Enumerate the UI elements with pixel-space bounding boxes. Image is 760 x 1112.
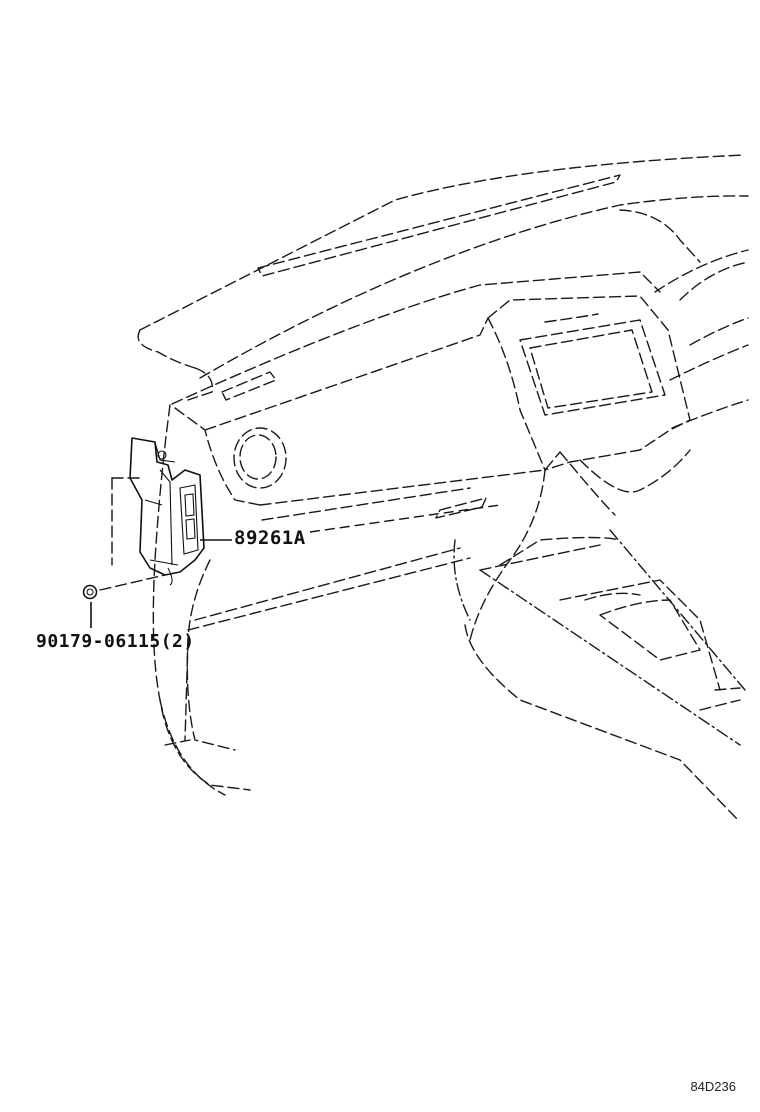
figure-code-label: 84D236: [690, 1079, 736, 1094]
callout-line-part-a-extension: [309, 504, 501, 533]
dashboard-right-lines: [654, 249, 749, 429]
nut-icon: [82, 584, 98, 600]
center-console: [469, 295, 721, 691]
left-pillar: [152, 404, 251, 796]
lower-dash-panel: [174, 317, 561, 631]
floor-lines: [453, 529, 746, 821]
part-number-label-89261a: 89261A: [234, 527, 306, 549]
ecu-module: [129, 437, 205, 586]
dashboard-outline: [137, 154, 749, 405]
part-number-label-90179: 90179-06115(2): [36, 631, 195, 652]
leader-lines: [99, 477, 166, 591]
